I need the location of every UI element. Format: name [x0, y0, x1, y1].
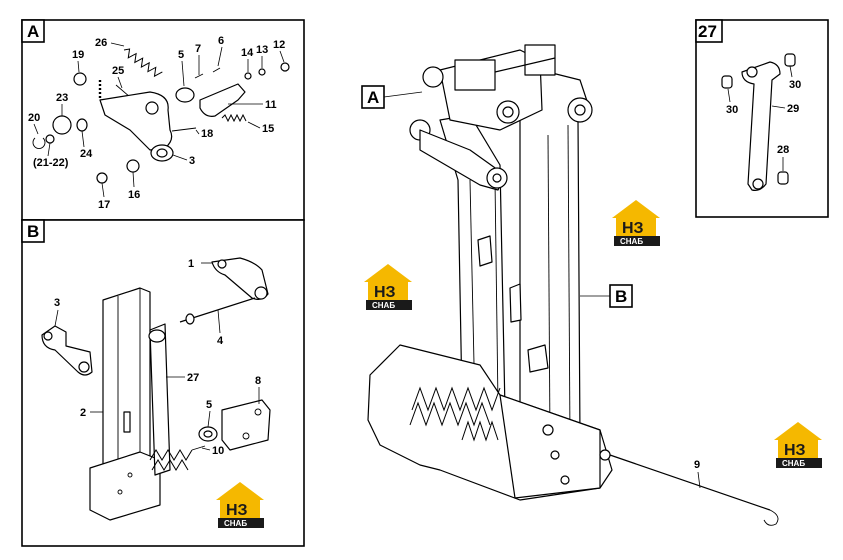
lever-27-eye [148, 329, 166, 343]
callout-27-30a: 30 [789, 79, 801, 91]
panel-a-label: A [27, 22, 39, 41]
pin-28 [777, 171, 789, 185]
callout-a-18: 18 [201, 128, 213, 140]
top-block [454, 59, 496, 91]
top-cap [524, 44, 556, 76]
rear-column [519, 69, 591, 453]
callout-a-26: 26 [95, 37, 107, 49]
callout-a-11: 11 [265, 99, 277, 111]
lever-27 [149, 323, 171, 476]
linkage-arm [419, 129, 506, 191]
tag-a: A [367, 88, 379, 107]
logo-text: СНАБ [224, 519, 247, 528]
spring-26 [123, 48, 163, 78]
callout-a-20: 20 [28, 112, 40, 124]
logo-text: СНАБ [620, 237, 643, 246]
base-block [89, 451, 161, 521]
logo-letters: НЗ [622, 220, 644, 237]
panel-27: 27 30 30 29 28 [695, 19, 829, 218]
callout-a-16: 16 [128, 189, 140, 201]
callout-a-19: 19 [72, 49, 84, 61]
logo-3: НЗ СНАБ [774, 422, 822, 468]
springs-b [149, 449, 193, 461]
washer-21-22 [45, 134, 55, 144]
screw-7 [194, 73, 204, 79]
callout-a-12: 12 [273, 39, 285, 51]
logo-1: НЗ СНАБ [612, 200, 660, 246]
panel-27-label: 27 [698, 22, 717, 41]
logo-letters: НЗ [784, 442, 806, 459]
nut-17 [96, 172, 108, 184]
spring-bank [411, 386, 501, 412]
callout-27-30b: 30 [726, 104, 738, 116]
washer-13 [258, 68, 266, 76]
ring-23 [52, 115, 72, 135]
callout-a-15: 15 [262, 123, 274, 135]
bracket-3 [41, 325, 93, 376]
logo-text: СНАБ [782, 459, 805, 468]
panel-b-label-box [21, 219, 45, 243]
clip-20 [32, 137, 46, 149]
washer-16 [126, 159, 140, 173]
callout-b-1: 1 [188, 258, 194, 270]
spring-15 [221, 113, 247, 123]
panel-b-label: B [27, 222, 39, 241]
panel-b: B 1 3 4 [21, 219, 305, 547]
lever-hole [145, 101, 159, 115]
frame-2 [102, 287, 151, 479]
callout-27-29: 29 [787, 103, 799, 115]
rod-9 [609, 454, 771, 511]
callout-a-21-22: (21-22) [33, 157, 69, 169]
base-side-plate [499, 394, 601, 499]
arm-11 [199, 83, 246, 117]
callout-a-25: 25 [112, 65, 124, 77]
pin-30-left [721, 75, 733, 89]
pin-30-right [784, 53, 796, 67]
flange-5 [175, 87, 195, 103]
top-shaft [494, 57, 556, 73]
callout-a-6: 6 [218, 35, 224, 47]
panel-27-label-box [695, 19, 723, 43]
rod-9-hook [763, 509, 779, 526]
callout-a-7: 7 [195, 43, 201, 55]
logo-text: СНАБ [372, 301, 395, 310]
logo-letters: НЗ [226, 502, 248, 519]
panel-a: A 26 5 7 6 14 13 12 19 25 23 [21, 19, 305, 221]
callout-a-17: 17 [98, 199, 110, 211]
screw-6 [212, 67, 221, 73]
nut-12 [280, 62, 290, 72]
callout-a-24: 24 [80, 148, 93, 160]
plate-8 [221, 399, 271, 451]
callout-b-3: 3 [54, 297, 60, 309]
logo-roof [612, 200, 660, 218]
tag-b: B [615, 287, 627, 306]
logo-letters: НЗ [374, 284, 396, 301]
pin-18 [171, 127, 197, 132]
pivot-top-left [422, 66, 444, 88]
nut-19 [73, 72, 87, 86]
callout-b-2: 2 [80, 407, 86, 419]
callout-27-28: 28 [777, 144, 789, 156]
callout-a-14: 14 [241, 47, 254, 59]
logo-2: НЗ СНАБ [364, 264, 412, 310]
callout-b-8: 8 [255, 375, 261, 387]
washer-14 [244, 72, 252, 80]
callout-a-5: 5 [178, 49, 184, 61]
frame-slot [123, 411, 131, 433]
bushing-3-hole [156, 148, 168, 158]
callout-b-4: 4 [217, 335, 224, 347]
callout-b-10: 10 [212, 445, 224, 457]
callout-a-23: 23 [56, 92, 68, 104]
panel-a-label-box [21, 19, 45, 43]
logo-4: НЗ СНАБ [216, 482, 264, 528]
callout-a-13: 13 [256, 44, 268, 56]
callout-a-3: 3 [189, 155, 195, 167]
main-assembly: A B 9 [361, 44, 779, 526]
callout-main-9: 9 [694, 459, 700, 471]
callout-b-5: 5 [206, 399, 212, 411]
washer-24 [76, 118, 88, 132]
callout-b-27: 27 [187, 372, 199, 384]
screw-10 [191, 445, 206, 451]
